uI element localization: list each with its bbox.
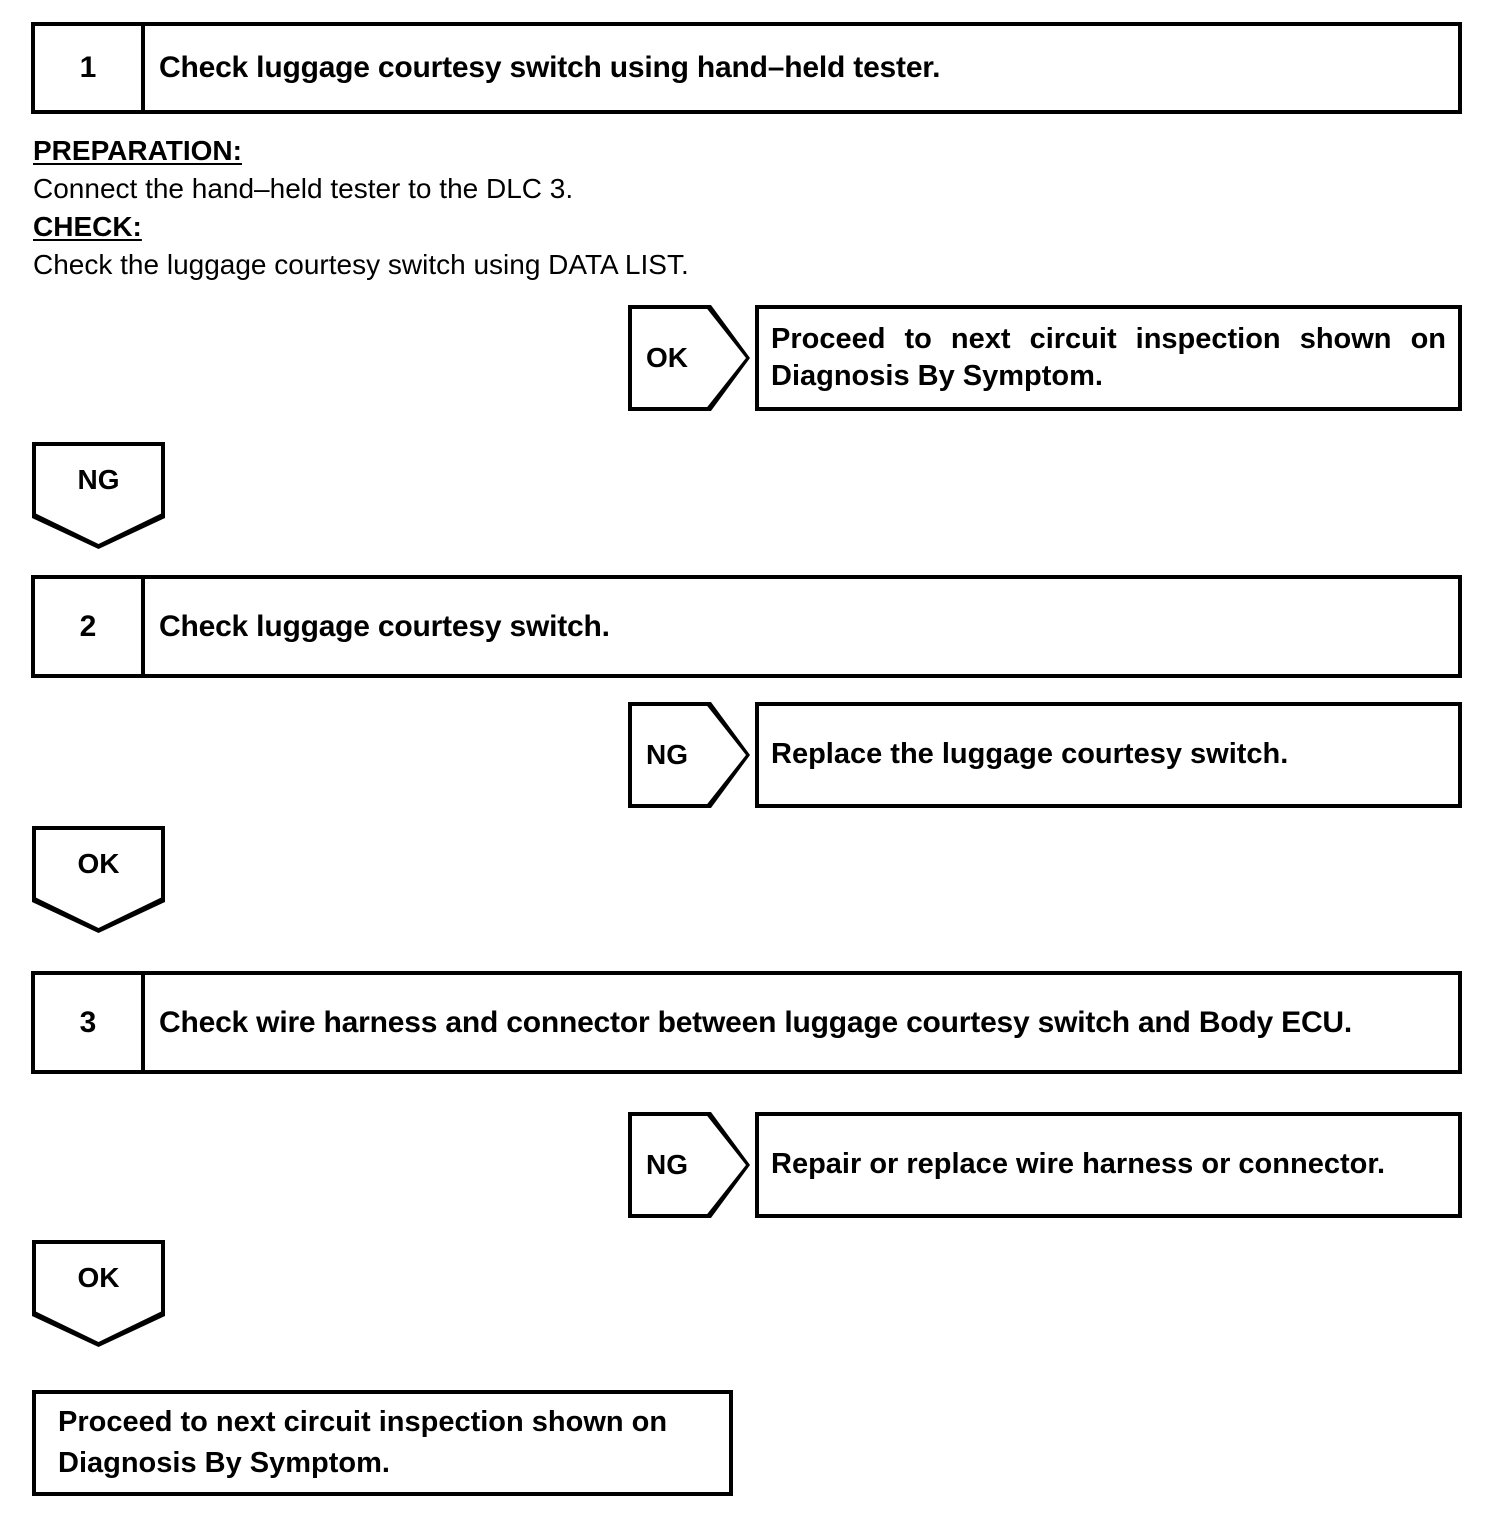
step-number-1: 1 (35, 26, 145, 110)
preparation-heading: PREPARATION: (33, 135, 242, 166)
result-text: Replace the luggage courtesy switch. (771, 738, 1289, 771)
result-box-step3-ng[interactable]: Repair or replace wire harness or connec… (755, 1112, 1462, 1218)
judgement-ng-step1[interactable]: NG (32, 442, 165, 549)
step-box-2[interactable]: 2 Check luggage courtesy switch. (31, 575, 1462, 678)
final-line-1: Proceed to next circuit inspection shown… (58, 1405, 668, 1438)
step-title-2: Check luggage courtesy switch. (159, 609, 610, 643)
step-number-2: 2 (35, 579, 145, 674)
step-number-3: 3 (35, 975, 145, 1070)
preparation-line: Connect the hand–held tester to the DLC … (33, 173, 574, 204)
judgement-label: OK (77, 1262, 120, 1293)
check-heading: CHECK: (33, 211, 142, 242)
result-box-step1-ok[interactable]: Proceed to next circuit inspection shown… (755, 305, 1462, 411)
final-result-box[interactable]: Proceed to next circuit inspection shown… (32, 1390, 733, 1496)
judgement-ok-step2[interactable]: OK (32, 826, 165, 933)
judgement-label: OK (77, 848, 120, 879)
judgement-label: NG (646, 739, 688, 770)
final-line-2: Diagnosis By Symptom. (58, 1447, 390, 1479)
judgement-label: NG (646, 1149, 688, 1180)
final-result-text: Proceed to next circuit inspection shown… (36, 1402, 689, 1484)
result-text: Repair or replace wire harness or connec… (771, 1148, 1386, 1181)
judgement-label: NG (77, 464, 120, 495)
judgement-ng-step2[interactable]: NG (628, 702, 750, 808)
result-line-2: Diagnosis By Symptom. (771, 360, 1103, 392)
judgement-ok-step1[interactable]: OK (628, 305, 750, 411)
check-line: Check the luggage courtesy switch using … (33, 249, 689, 280)
step-title-3: Check wire harness and connector between… (159, 1005, 1353, 1039)
result-text: Proceed to next circuit inspection shown… (759, 321, 1458, 395)
step-title-1: Check luggage courtesy switch using hand… (159, 51, 941, 85)
step-box-3[interactable]: 3 Check wire harness and connector betwe… (31, 971, 1462, 1074)
judgement-ok-step3[interactable]: OK (32, 1240, 165, 1347)
step-box-1[interactable]: 1 Check luggage courtesy switch using ha… (31, 22, 1462, 114)
result-box-step2-ng[interactable]: Replace the luggage courtesy switch. (755, 702, 1462, 808)
judgement-label: OK (646, 342, 688, 373)
result-line-1: Proceed to next circuit inspection shown… (771, 322, 1446, 355)
judgement-ng-step3[interactable]: NG (628, 1112, 750, 1218)
